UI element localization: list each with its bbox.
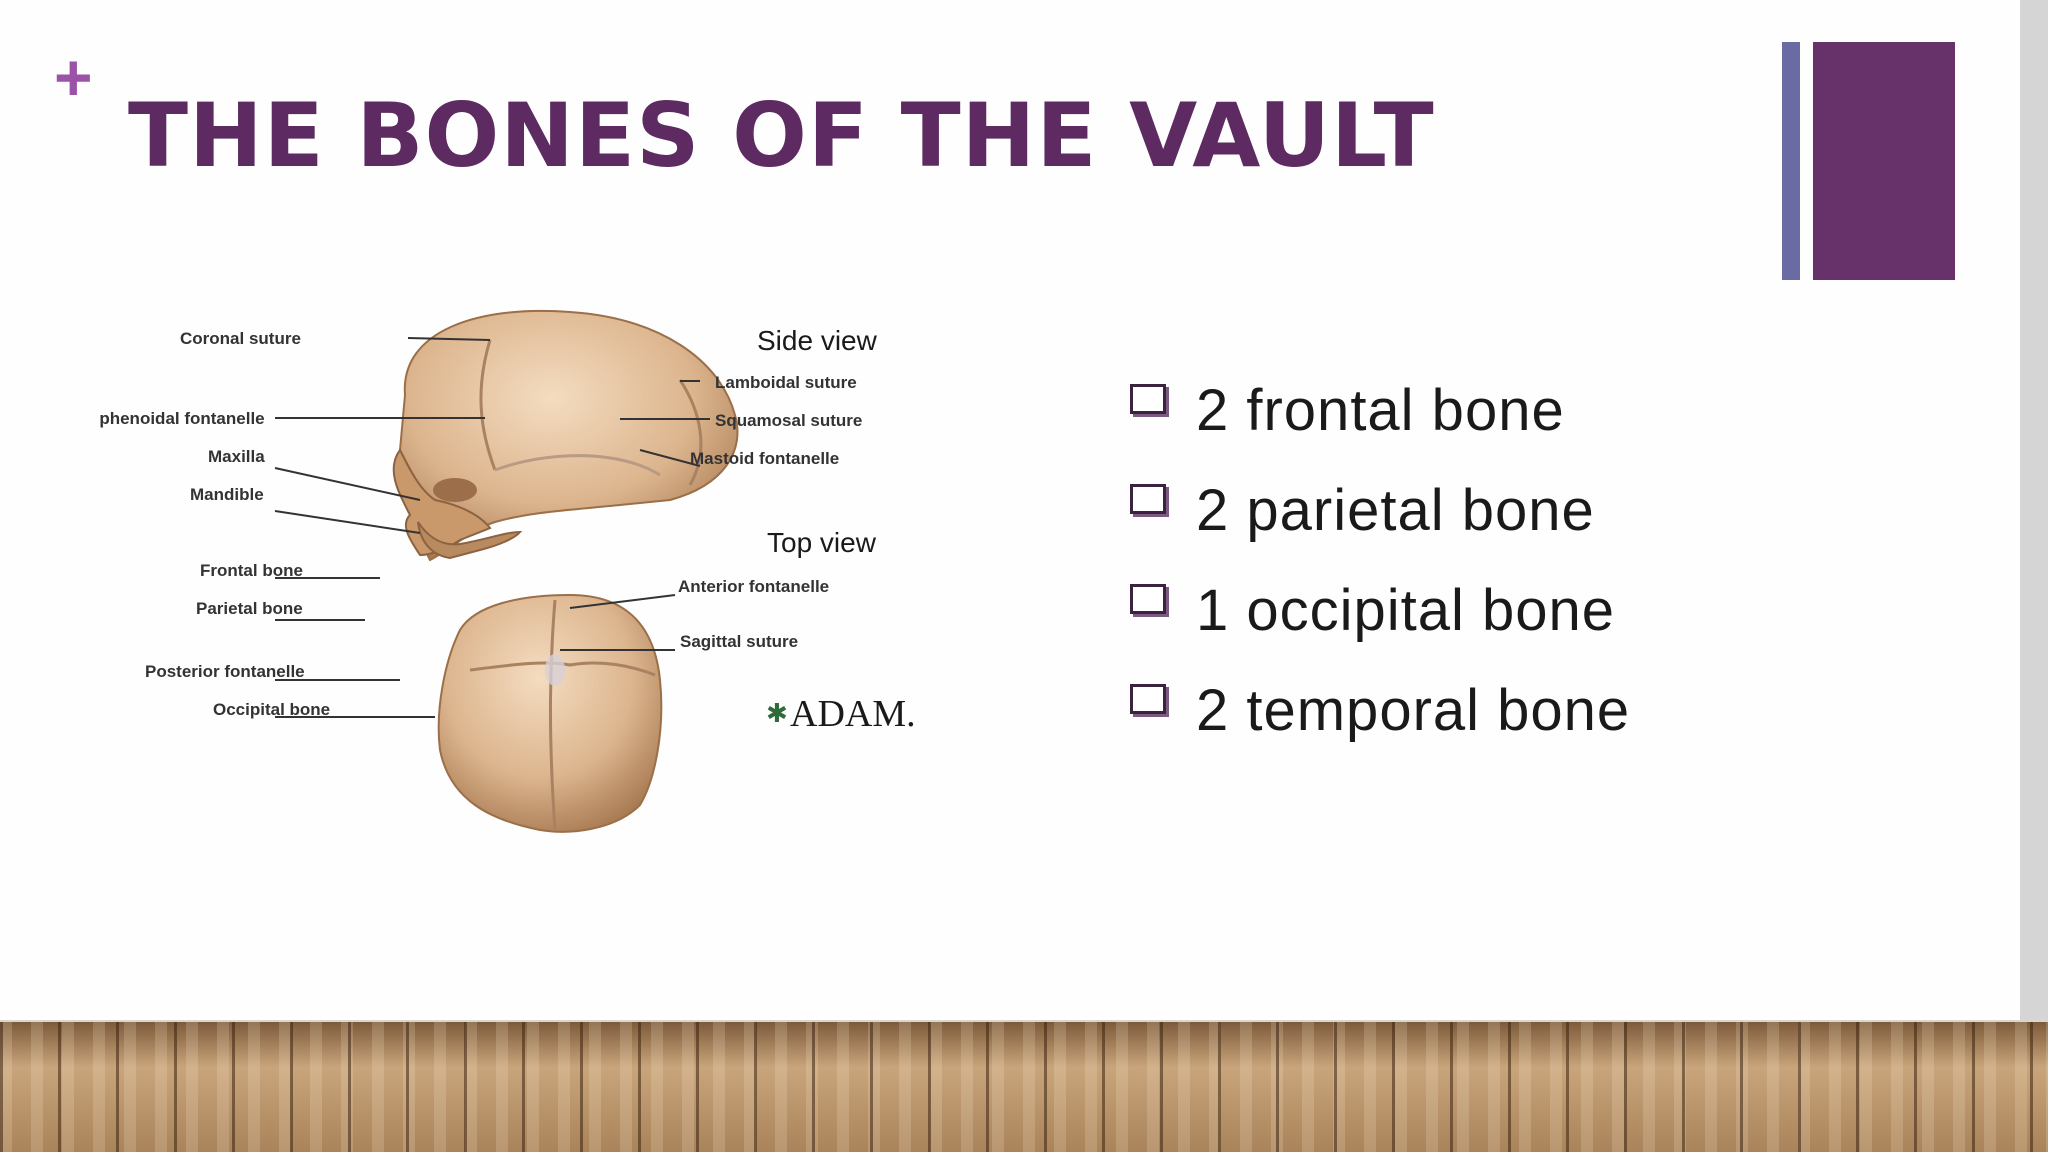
label-occipital-bone: Occipital bone xyxy=(213,700,330,719)
checkbox-bullet-icon xyxy=(1130,684,1166,714)
label-mandible: Mandible xyxy=(190,485,264,504)
bullet-list: 2 frontal bone 2 parietal bone 1 occipit… xyxy=(1130,360,1630,760)
top-view-title: Top view xyxy=(767,527,877,558)
bullet-text: 2 parietal bone xyxy=(1196,477,1595,543)
list-item: 2 frontal bone xyxy=(1130,360,1630,460)
label-posterior-fontanelle: Posterior fontanelle xyxy=(145,662,305,681)
label-sagittal-suture: Sagittal suture xyxy=(680,632,798,651)
slide-title: THE BONES OF THE VAULT xyxy=(128,84,1435,187)
label-anterior-fontanelle: Anterior fontanelle xyxy=(678,577,829,596)
bullet-text: 2 temporal bone xyxy=(1196,677,1631,743)
label-sphenoidal-fontanelle: Sphenoidal fontanelle xyxy=(100,409,265,428)
bullet-text: 2 frontal bone xyxy=(1196,377,1565,443)
checkbox-bullet-icon xyxy=(1130,384,1166,414)
slide-edge-shadow xyxy=(2020,0,2048,1030)
side-view-skull xyxy=(392,309,739,562)
label-parietal-bone: Parietal bone xyxy=(196,599,303,618)
slide: + THE BONES OF THE VAULT xyxy=(54,40,1955,833)
top-view-skull xyxy=(437,593,663,833)
adam-star-icon: ✱ xyxy=(766,699,788,729)
adam-logo-text: ADAM. xyxy=(790,693,916,735)
checkbox-bullet-icon xyxy=(1130,584,1166,614)
side-view-title: Side view xyxy=(757,325,878,356)
wood-floor xyxy=(0,1022,2048,1152)
label-frontal-bone: Frontal bone xyxy=(200,561,303,580)
label-lamboidal-suture: Lamboidal suture xyxy=(715,373,857,392)
label-squamosal-suture: Squamosal suture xyxy=(715,411,862,430)
list-item: 2 parietal bone xyxy=(1130,460,1630,560)
plus-icon: + xyxy=(54,40,93,114)
checkbox-bullet-icon xyxy=(1130,484,1166,514)
skull-figure: Coronal suture Sphenoidal fontanelle Max… xyxy=(100,309,916,833)
leader-lines xyxy=(274,337,710,718)
list-item: 2 temporal bone xyxy=(1130,660,1630,760)
bullet-text: 1 occipital bone xyxy=(1196,577,1616,643)
label-coronal-suture: Coronal suture xyxy=(180,329,301,348)
list-item: 1 occipital bone xyxy=(1130,560,1630,660)
accent-bar xyxy=(1813,42,1955,280)
accent-bar-thin xyxy=(1782,42,1800,280)
label-mastoid-fontanelle: Mastoid fontanelle xyxy=(690,449,839,468)
adam-logo: ✱ ADAM. xyxy=(766,693,916,735)
label-maxilla: Maxilla xyxy=(208,447,265,466)
